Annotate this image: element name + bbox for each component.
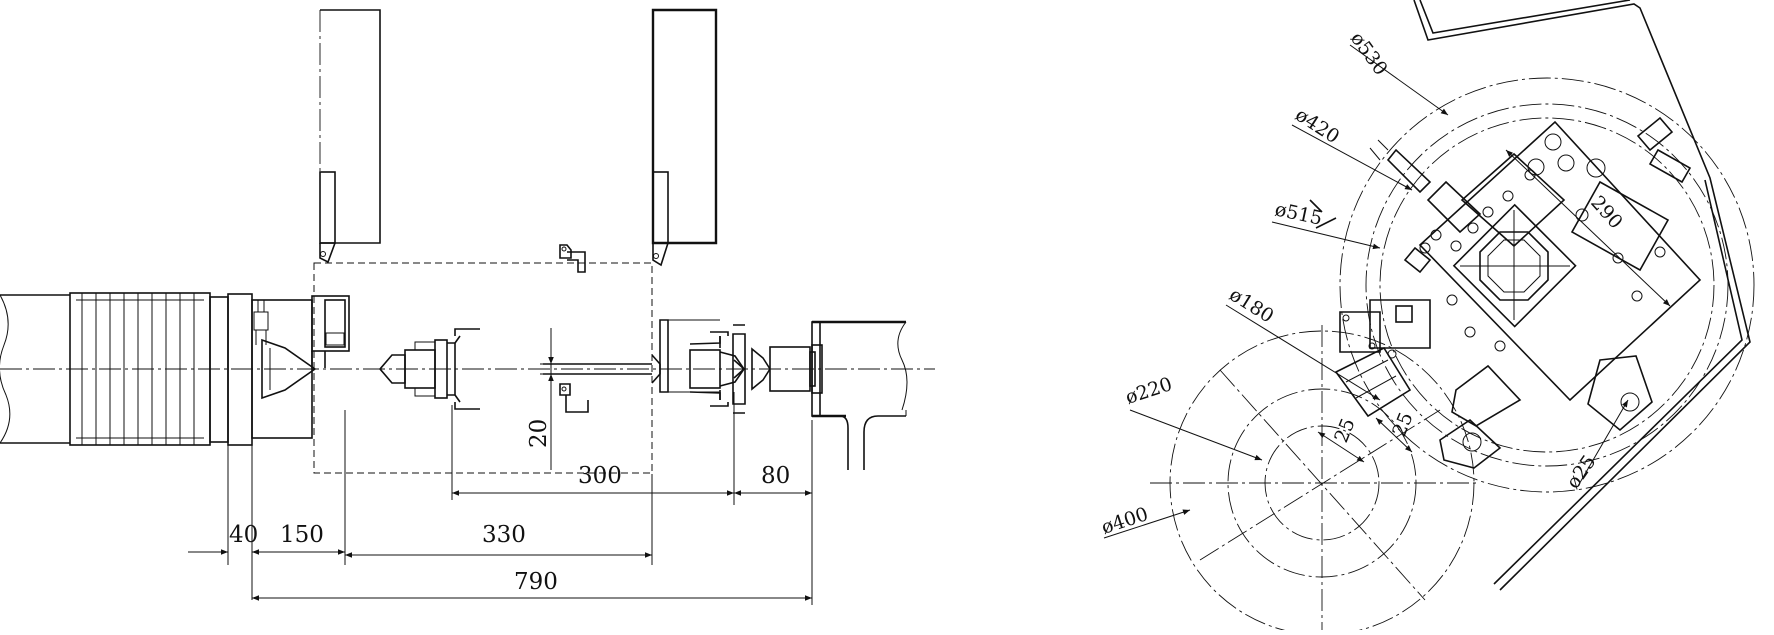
circle-530 xyxy=(1339,77,1755,493)
dim-330: 330 xyxy=(482,522,526,548)
turret-dimensions: ø530 ø420 ø515 ø180 ø220 ø400 290 25 25 xyxy=(1099,28,1671,539)
dim-25-a: 25 xyxy=(1330,415,1359,446)
turret-view: ø530 ø420 ø515 ø180 ø220 ø400 290 25 25 xyxy=(1099,0,1755,635)
turret-bolts xyxy=(1419,133,1666,352)
dim-25-b: 25 xyxy=(1388,409,1417,440)
bellows xyxy=(76,293,204,445)
dim-790: 790 xyxy=(514,569,558,595)
workpiece-shaft xyxy=(543,363,652,375)
dim-300: 300 xyxy=(578,463,622,489)
chuck xyxy=(311,295,350,368)
workpiece-center-left xyxy=(378,328,480,410)
dia-530: ø530 xyxy=(1346,28,1392,80)
circle-515 xyxy=(1365,103,1729,467)
tailstock xyxy=(710,320,908,470)
dim-20: 20 xyxy=(526,419,552,448)
small-tool-upper xyxy=(559,244,586,273)
workpiece-center-right xyxy=(651,319,745,400)
dia-400: ø400 xyxy=(1099,503,1151,539)
dim-40: 40 xyxy=(229,522,258,548)
lathe-view: 40 150 330 790 300 80 20 xyxy=(0,8,935,605)
dim-80: 80 xyxy=(761,463,790,489)
lathe-dimensions: 40 150 330 790 300 80 20 xyxy=(188,328,813,605)
dia-220: ø220 xyxy=(1123,373,1175,409)
dia-515: ø515 xyxy=(1273,198,1324,229)
upper-turret-left xyxy=(319,9,381,264)
headstock xyxy=(0,292,317,446)
upper-turret-right xyxy=(651,8,718,267)
enclosure-outer xyxy=(1413,0,1751,591)
turret-body xyxy=(1309,116,1702,469)
circle-420 xyxy=(1379,117,1715,453)
small-tool-lower xyxy=(559,383,589,413)
enclosure-inner xyxy=(1419,0,1743,585)
work-envelope xyxy=(313,262,653,474)
dim-150: 150 xyxy=(280,522,324,548)
dim-290: 290 xyxy=(1586,192,1627,234)
dia-420: ø420 xyxy=(1291,104,1343,148)
